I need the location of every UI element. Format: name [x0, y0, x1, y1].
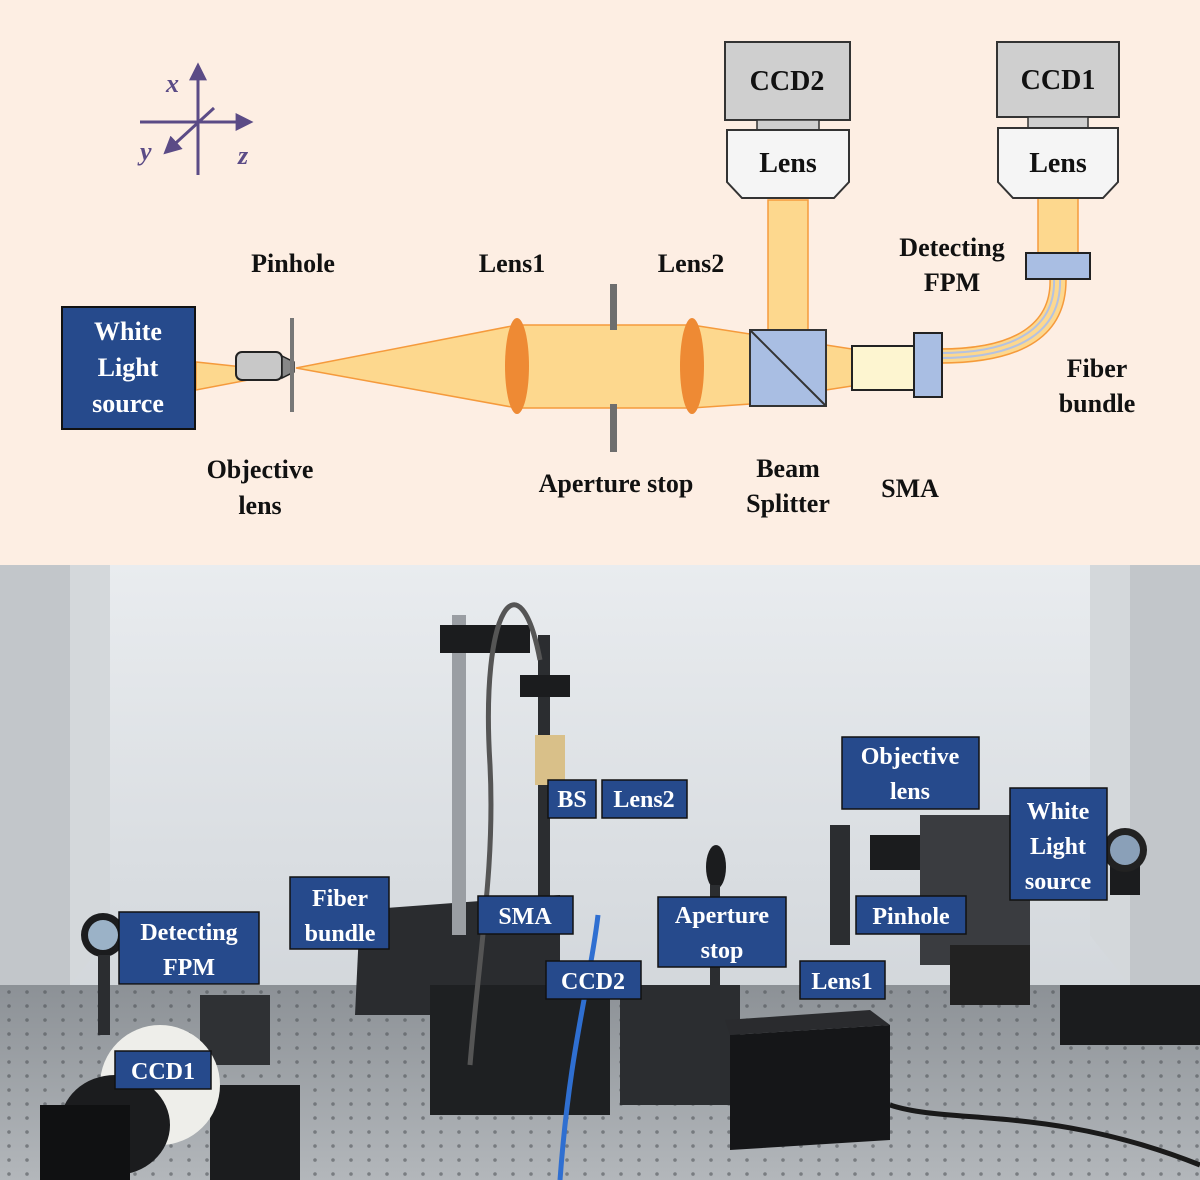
source-label-line3: source	[92, 389, 164, 418]
ccd1-camera: CCD1 Lens	[996, 41, 1120, 199]
ccd2-lens-label: Lens	[759, 148, 817, 179]
photo-label-ccd2-text: CCD2	[561, 969, 625, 995]
photo-label-fiber-bundle: Fiber bundle	[289, 876, 390, 950]
label-fiber-line1: Fiber	[1067, 354, 1128, 383]
photo-label-bs-text: BS	[557, 787, 586, 813]
source-label-line1: White	[94, 317, 162, 346]
photo-label-fpm-line1: Detecting	[140, 920, 237, 946]
label-beam-line2: Splitter	[746, 489, 830, 518]
axis-y-label: y	[137, 137, 152, 166]
label-beam-line1: Beam	[756, 454, 820, 483]
ccd2-label: CCD2	[750, 66, 825, 97]
photo-label-aperture-line2: stop	[701, 938, 744, 964]
label-lens1: Lens1	[479, 249, 545, 278]
photo-label-source-line2: Light	[1030, 834, 1086, 860]
photo-label-objective-line2: lens	[890, 779, 930, 805]
source-label-line2: Light	[98, 353, 159, 382]
photo-label-fiber-line2: bundle	[305, 921, 376, 947]
sma-connector	[851, 332, 943, 398]
photo-label-bs: BS	[547, 779, 597, 819]
photo-label-sma-text: SMA	[498, 904, 552, 930]
photo-label-objective-lens: Objective lens	[841, 736, 980, 810]
photo-label-ccd1: CCD1	[114, 1050, 212, 1090]
axis-x-label: x	[165, 69, 179, 98]
fiber-bundle-curve	[939, 277, 1067, 364]
label-objective-line1: Objective	[207, 455, 314, 484]
photo-label-source-line3: source	[1025, 869, 1092, 895]
photo-label-source-line1: White	[1027, 799, 1090, 825]
photo-label-aperture-line1: Aperture	[675, 903, 770, 929]
label-fpm-line1: Detecting	[899, 233, 1004, 262]
lens2-element	[680, 318, 704, 414]
photo-label-fiber-line1: Fiber	[312, 886, 368, 912]
photo-label-objective-line1: Objective	[861, 744, 960, 770]
aperture-stop-lower	[610, 404, 617, 452]
ccd1-label: CCD1	[1021, 65, 1096, 96]
photo-label-detecting-fpm: Detecting FPM	[118, 911, 260, 985]
beam-splitter	[749, 329, 827, 407]
label-pinhole: Pinhole	[251, 249, 335, 278]
pinhole-plate	[290, 318, 294, 412]
photo-label-lens1: Lens1	[799, 960, 886, 1000]
lab-setup-photo: BS Lens2 Objective lens White Light sour…	[0, 565, 1200, 1180]
label-aperture-stop: Aperture stop	[539, 469, 694, 498]
axis-z-label: z	[237, 141, 249, 170]
photo-label-aperture-stop: Aperture stop	[657, 896, 787, 968]
lens1-element	[505, 318, 529, 414]
photo-label-sma: SMA	[477, 895, 574, 935]
label-fiber-line2: bundle	[1059, 389, 1136, 418]
photo-label-ccd1-text: CCD1	[131, 1059, 195, 1085]
aperture-stop-upper	[610, 284, 617, 330]
white-light-source: White Light source	[61, 306, 196, 430]
coordinate-axes: x y z	[137, 62, 254, 175]
photo-label-white-light-source: White Light source	[1009, 787, 1108, 901]
optical-schematic: x y z White Light source	[0, 0, 1200, 565]
label-sma: SMA	[881, 474, 939, 503]
ccd2-camera: CCD2 Lens	[724, 41, 851, 199]
label-lens2: Lens2	[658, 249, 724, 278]
detecting-fpm-element	[1025, 252, 1091, 280]
label-fpm-line2: FPM	[924, 268, 980, 297]
photo-label-ccd2: CCD2	[545, 960, 642, 1000]
photo-label-pinhole-text: Pinhole	[872, 904, 950, 930]
photo-label-lens2-text: Lens2	[613, 787, 674, 813]
photo-label-pinhole: Pinhole	[855, 895, 967, 935]
photo-label-lens2: Lens2	[601, 779, 688, 819]
photo-label-lens1-text: Lens1	[811, 969, 872, 995]
ccd1-lens-label: Lens	[1029, 148, 1087, 179]
label-objective-line2: lens	[238, 491, 281, 520]
photo-label-fpm-line2: FPM	[163, 955, 215, 981]
